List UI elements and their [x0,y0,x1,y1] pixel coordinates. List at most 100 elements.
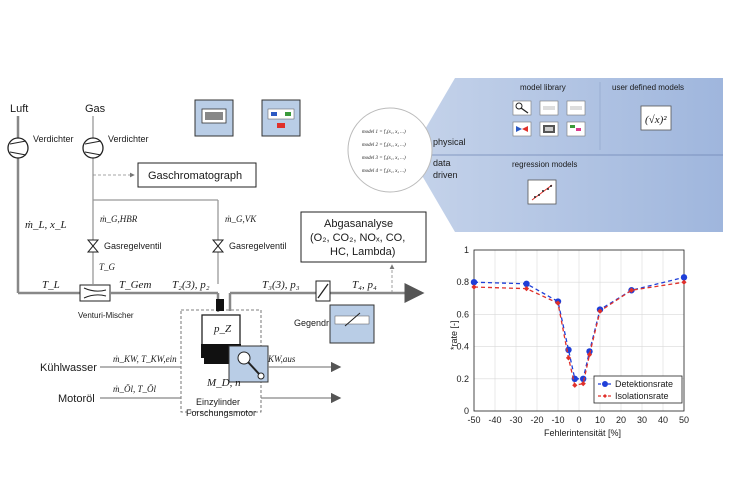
model-library-icons [512,100,586,137]
engine-label-1: Einzylinder [196,397,240,407]
model-2-formula: model 2 = f₂(x₁, x₂ ...) [362,143,406,148]
m-g-hbr-label: ṁ_G,HBR [100,214,138,224]
x-tick-label: 40 [658,415,668,425]
point-isolation [681,279,687,285]
t-gem-label: T_Gem [119,279,151,291]
model-4-formula: model 4 = f₄(x₁, x₂ ...) [362,169,406,174]
physical-label: physical [433,137,466,147]
engine-part-icon [515,102,529,114]
abgasanalyse-line2: HC, Lambda) [330,246,395,258]
engine-block-icon [543,125,555,133]
point-isolation [555,300,561,306]
m-oel-label: ṁ_Öl, T_Öl [113,384,157,394]
venturi-mixer-icon [79,284,111,302]
point-isolation [628,287,635,293]
m-l-label: ṁ_L, x_L [25,219,67,231]
series-line-1 [473,281,685,386]
pz-label: p_Z [213,323,232,335]
point-detektion [580,375,587,382]
chart-legend: Detektionsrate Isolationsrate [593,375,683,404]
x-tick-label: -10 [551,415,564,425]
kuehlwasser-label: Kühlwasser [40,362,97,374]
x-tick-label: -50 [467,415,480,425]
point-detektion [523,280,530,288]
cylinder-icon [201,314,241,346]
t3p3-label: T₃(3), p₃ [262,279,300,291]
pipe-icon [543,106,555,110]
legend-detektionsrate: Detektionsrate [615,379,673,389]
y-tick-label: 0.6 [456,309,469,319]
x-tick-label: -40 [488,415,501,425]
gegendruck-label: Gegendru [294,318,334,328]
chart-series [470,274,688,388]
point-isolation [523,286,530,292]
x-tick-label: -30 [509,415,522,425]
abgasanalyse-box [300,211,427,263]
x-tick-label: 10 [595,415,605,425]
point-detektion [586,348,593,355]
cylinder-head-icon [216,299,224,311]
point-isolation [471,284,477,290]
engine-thumbnail-icon [228,345,269,383]
t2p2-label: T₂(3), p₂ [172,279,210,291]
x-tick-label: 30 [637,415,647,425]
legend-box [593,375,683,404]
regression-label: regression models [512,160,577,169]
legend-marker-isolation [603,394,607,398]
m-kw-label: ṁ_KW, T_KW,ein [113,354,177,364]
y-tick-label: 0.2 [456,374,469,384]
chart-xlabel: Fehlerintensität [%] [544,428,621,438]
schematic: Luft Verdichter ṁ_L, x_L T_L Gas Verdich… [7,99,427,418]
throttle-valve-icon [315,280,331,302]
point-detektion [470,279,478,286]
y-tick-label: 0 [464,406,469,416]
y-tick-label: 0.4 [456,342,469,352]
data-label: data [433,158,451,168]
gaschromatograph-box [137,162,257,188]
model-formulas-circle: model 1 = f₁(x₁, x₂ ...) model 2 = f₂(x₁… [347,107,433,193]
point-detektion [680,274,688,281]
model-library-label: model library [520,83,566,92]
user-defined-label: user defined models [612,83,684,92]
chart-ylabel: *rate [-] [449,320,459,350]
kw-aus-label: KW,aus [267,354,296,364]
verdichter-gas-label: Verdichter [108,134,149,144]
legend-isolationsrate: Isolationsrate [615,391,669,401]
gasregelventil-2-label: Gasregelventil [229,241,287,251]
x-tick-label: 0 [576,415,581,425]
engine-label-2: Forschungsmotor [186,408,256,418]
sensor-icon [570,125,581,131]
model-3-formula: model 3 = f₃(x₁, x₂ ...) [362,156,406,161]
gas-valve-1-icon [86,239,100,253]
luft-label: Luft [10,103,28,115]
point-isolation [565,355,572,361]
user-formula-box: (√x)² [640,105,672,131]
series-line-0 [473,276,685,380]
y-tick-label: 1 [464,245,469,255]
abgasanalyse-title: Abgasanalyse [324,218,393,230]
formula-text: (√x)² [645,114,667,126]
point-isolation [580,381,586,387]
gas-label: Gas [85,103,106,115]
backpressure-thumbnail-icon [329,304,375,344]
driven-label: driven [433,170,458,180]
duct-icon [570,106,582,110]
x-tick-label: 50 [679,415,689,425]
gasregelventil-1-label: Gasregelventil [104,241,162,251]
m-g-vk-label: ṁ_G,VK [225,214,257,224]
t4p4-label: T₄, p₄ [352,279,377,291]
gas-valve-2-icon [211,239,225,253]
point-isolation [597,308,603,314]
modeling-panel: physical data driven model library user … [410,78,723,232]
md-label: M_D, n [206,377,241,389]
abgasanalyse-line1: (O₂, CO₂, NOₓ, CO, [310,232,405,244]
valve-model-icon [516,126,528,132]
legend-marker-detektion [602,381,608,387]
y-tick-label: 0.8 [456,277,469,287]
gaschromatograph-label: Gaschromatograph [148,170,242,182]
x-tick-label: 20 [616,415,626,425]
venturi-label: Venturi-Mischer [78,311,134,320]
t-l-label: T_L [42,279,60,291]
block-diagram-thumbnail-icon [261,99,301,137]
